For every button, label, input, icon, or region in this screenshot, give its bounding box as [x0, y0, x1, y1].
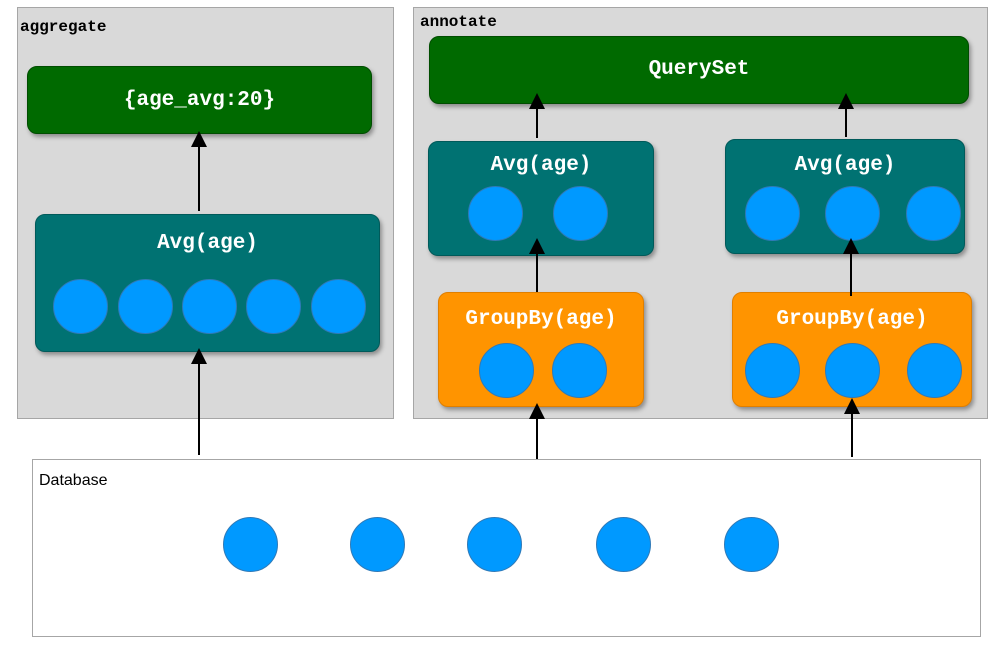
record-circle: [182, 279, 237, 334]
aggregate-avg-label: Avg(age): [157, 232, 258, 255]
database-box: Database: [32, 459, 981, 637]
record-circle: [825, 343, 880, 398]
record-circle: [311, 279, 366, 334]
record-circle: [246, 279, 301, 334]
record-circle: [552, 343, 607, 398]
record-circle: [724, 517, 779, 572]
record-circle: [350, 517, 405, 572]
record-circle: [118, 279, 173, 334]
record-circle: [825, 186, 880, 241]
groupby-left-box: GroupBy(age): [438, 292, 644, 407]
aggregate-avg-box: Avg(age): [35, 214, 380, 352]
queryset-box: QuerySet: [429, 36, 969, 104]
aggregate-result-label: {age_avg:20}: [123, 89, 276, 112]
groupby-left-label: GroupBy(age): [465, 308, 617, 331]
record-circle: [479, 343, 534, 398]
record-circle: [907, 343, 962, 398]
annotate-avg-right-label: Avg(age): [794, 154, 896, 177]
database-title: Database: [39, 472, 108, 489]
groupby-right-label: GroupBy(age): [776, 308, 928, 331]
record-circle: [223, 517, 278, 572]
record-circle: [745, 186, 800, 241]
annotate-title: annotate: [420, 13, 497, 31]
queryset-label: QuerySet: [648, 58, 750, 81]
annotate-avg-left-box: Avg(age): [428, 141, 654, 256]
aggregate-result-box: {age_avg:20}: [27, 66, 372, 134]
record-circle: [467, 517, 522, 572]
record-circle: [906, 186, 961, 241]
record-circle: [553, 186, 608, 241]
record-circle: [53, 279, 108, 334]
record-circle: [745, 343, 800, 398]
record-circle: [596, 517, 651, 572]
aggregate-title: aggregate: [20, 18, 107, 36]
annotate-avg-left-label: Avg(age): [490, 154, 592, 177]
record-circle: [468, 186, 523, 241]
